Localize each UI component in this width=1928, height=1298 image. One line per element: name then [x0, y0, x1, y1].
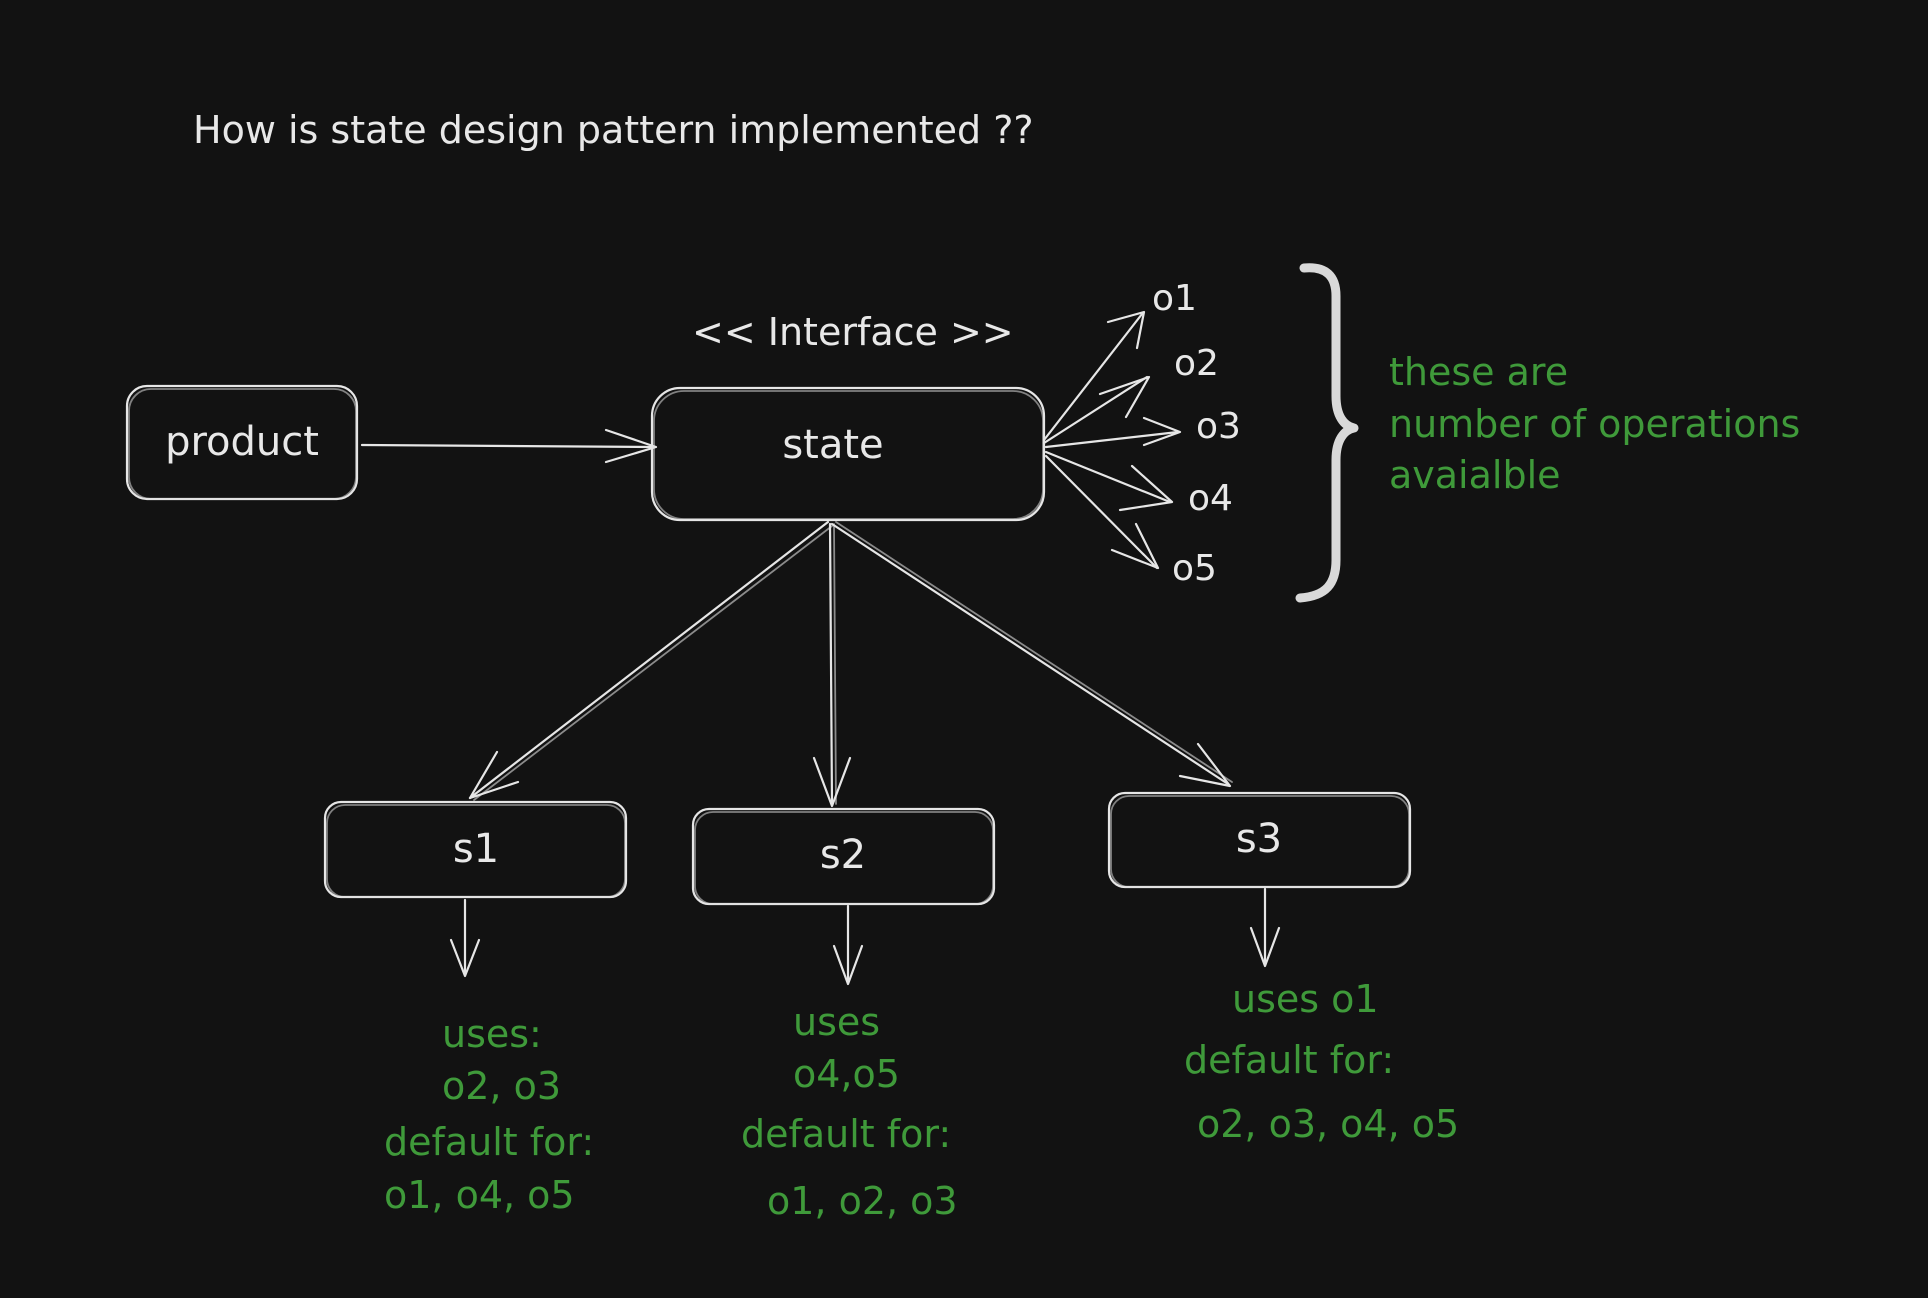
- product-to-state-arrow: [360, 428, 658, 464]
- arrow-o1: [1042, 312, 1144, 442]
- operations-note-line-1: these are: [1389, 350, 1568, 394]
- product-node-label: product: [165, 419, 319, 465]
- s1-note: uses: o2, o3 default for: o1, o4, o5: [384, 1012, 594, 1217]
- arrow-o3: [1044, 430, 1180, 449]
- s2-note-line-2: o4,o5: [793, 1052, 900, 1096]
- operation-o2-label: o2: [1174, 343, 1219, 384]
- s3-note: uses o1 default for: o2, o3, o4, o5: [1184, 977, 1459, 1146]
- s3-note-arrow: [1249, 887, 1281, 968]
- operations-note: these are number of operations avaialble: [1389, 350, 1800, 497]
- s3-note-line-1: uses o1: [1232, 977, 1379, 1021]
- s3-node-label: s3: [1236, 816, 1282, 862]
- s2-note-line-3: default for:: [741, 1112, 951, 1156]
- operations-brace: [1295, 263, 1359, 603]
- s1-node[interactable]: s1: [323, 800, 628, 899]
- operations-note-line-2: number of operations: [1389, 402, 1800, 446]
- interface-label: << Interface >>: [692, 310, 1014, 354]
- s1-note-line-1: uses:: [442, 1012, 542, 1056]
- s2-note-line-1: uses: [793, 1000, 880, 1044]
- s1-note-arrow: [449, 898, 481, 978]
- s3-note-line-2: default for:: [1184, 1038, 1394, 1082]
- operation-o4-label: o4: [1188, 478, 1233, 519]
- state-to-s3-arrow: [830, 521, 1233, 788]
- s2-node-label: s2: [820, 832, 866, 878]
- s2-note: uses o4,o5 default for: o1, o2, o3: [741, 1000, 958, 1223]
- operation-o3-label: o3: [1196, 406, 1241, 447]
- s3-note-line-3: o2, o3, o4, o5: [1197, 1102, 1459, 1146]
- s2-note-line-4: o1, o2, o3: [767, 1179, 958, 1223]
- diagram-title: How is state design pattern implemented …: [193, 108, 1034, 152]
- s1-note-line-3: default for:: [384, 1120, 594, 1164]
- arrow-o5: [1044, 454, 1159, 570]
- product-node[interactable]: product: [125, 384, 359, 501]
- s1-note-line-4: o1, o4, o5: [384, 1173, 575, 1217]
- operation-o5-label: o5: [1172, 548, 1217, 589]
- state-to-s1-arrow: [468, 520, 833, 801]
- operations-note-line-3: avaialble: [1389, 453, 1561, 497]
- s3-node[interactable]: s3: [1107, 791, 1412, 889]
- s2-note-arrow: [832, 904, 864, 986]
- operation-o1-label: o1: [1152, 278, 1197, 319]
- state-to-s2-arrow: [812, 522, 852, 808]
- operation-arrows: [1042, 310, 1182, 570]
- s1-note-line-2: o2, o3: [442, 1064, 561, 1108]
- s1-node-label: s1: [453, 826, 499, 872]
- s2-node[interactable]: s2: [691, 807, 996, 906]
- state-node-label: state: [782, 422, 883, 468]
- arrow-o4: [1044, 450, 1172, 504]
- arrow-o2: [1042, 375, 1149, 445]
- state-node[interactable]: state: [650, 386, 1046, 522]
